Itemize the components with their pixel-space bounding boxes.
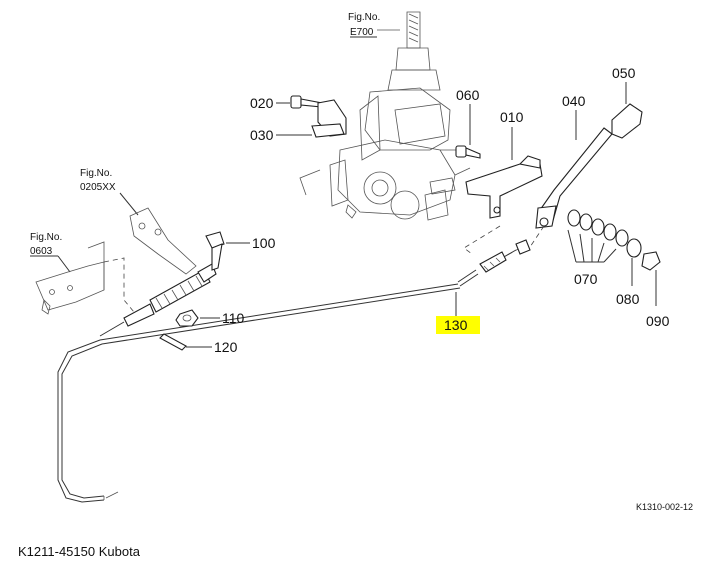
label-050: 050 xyxy=(612,65,636,81)
label-110: 110 xyxy=(222,310,245,326)
part-070-washers[interactable]: 070 xyxy=(567,209,629,287)
fig-ref-e700[interactable]: Fig.No. E700 xyxy=(348,12,400,38)
label-060: 060 xyxy=(456,87,480,103)
label-010: 010 xyxy=(500,109,524,125)
part-060-bolt[interactable]: 060 xyxy=(455,87,481,159)
part-080-washer[interactable]: 080 xyxy=(616,238,642,307)
label-100: 100 xyxy=(252,235,276,251)
part-010-bracket[interactable]: 010 xyxy=(465,109,543,219)
part-090-nut[interactable]: 090 xyxy=(641,251,670,329)
part-020-bolt[interactable]: 020 xyxy=(250,95,323,111)
fig-ref-e700-bottom: E700 xyxy=(350,27,374,38)
part-130-cable[interactable]: 130 xyxy=(57,239,531,503)
drawing-number: K1310-002-12 xyxy=(636,502,693,512)
fig-ref-0205xx[interactable]: Fig.No. 0205XX xyxy=(80,168,139,216)
part-120-pin[interactable]: 120 xyxy=(159,333,238,355)
label-130-highlight xyxy=(436,316,480,334)
part-100-pin[interactable]: 100 xyxy=(205,231,276,271)
fig-ref-0205xx-bottom: 0205XX xyxy=(80,182,116,193)
label-020: 020 xyxy=(250,95,274,111)
part-110-nut[interactable]: 110 xyxy=(175,309,245,327)
label-040: 040 xyxy=(562,93,586,109)
label-130: 130 xyxy=(444,317,468,333)
part-050-knob[interactable]: 050 xyxy=(611,65,643,139)
fig-ref-0205xx-top: Fig.No. xyxy=(80,168,112,179)
part-caption: K1211-45150 Kubota xyxy=(18,544,140,559)
part-040-lever[interactable]: 040 xyxy=(535,93,613,229)
label-070: 070 xyxy=(574,271,598,287)
label-090: 090 xyxy=(646,313,670,329)
steering-column-assembly xyxy=(299,11,471,221)
fig-ref-0603-bottom: 0603 xyxy=(30,246,53,257)
part-030-bracket[interactable]: 030 xyxy=(250,99,347,143)
label-120: 120 xyxy=(214,339,238,355)
fig-ref-0603-top: Fig.No. xyxy=(30,232,62,243)
label-080: 080 xyxy=(616,291,640,307)
label-030: 030 xyxy=(250,127,274,143)
fig-ref-e700-top: Fig.No. xyxy=(348,12,380,23)
fig-ref-0603[interactable]: Fig.No. 0603 xyxy=(30,232,71,273)
